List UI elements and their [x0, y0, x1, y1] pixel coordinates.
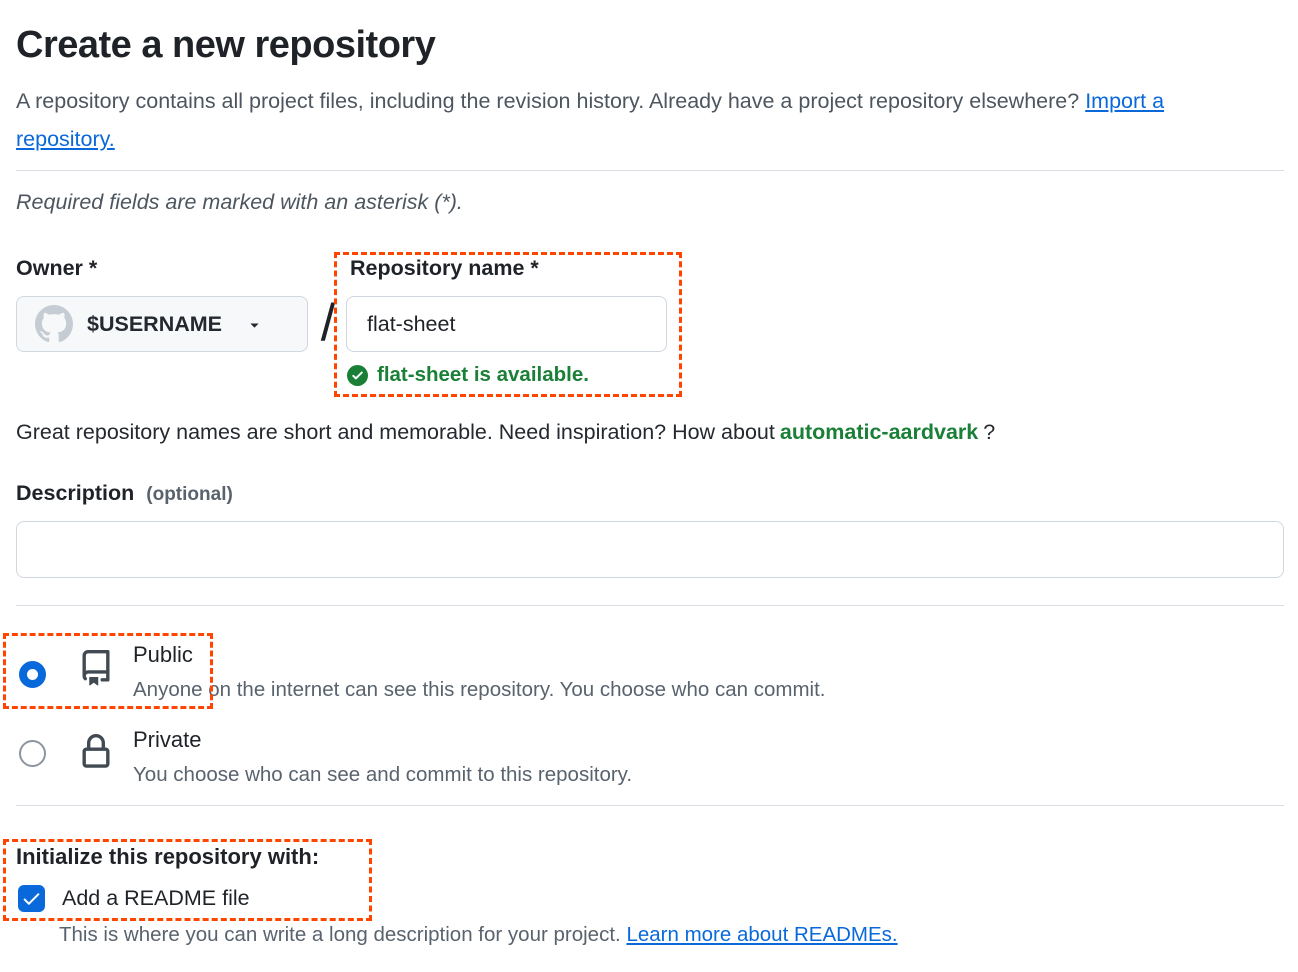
description-input[interactable]	[16, 521, 1284, 578]
public-option-label[interactable]: Public	[133, 642, 193, 667]
repository-name-input[interactable]	[346, 296, 667, 352]
initialize-heading: Initialize this repository with:	[16, 844, 320, 869]
required-fields-note: Required fields are marked with an aster…	[16, 190, 463, 214]
private-option-label[interactable]: Private	[133, 727, 202, 752]
check-icon	[23, 893, 40, 905]
optional-hint: (optional)	[146, 484, 233, 505]
owner-label: Owner *	[16, 256, 98, 280]
private-radio[interactable]	[19, 740, 46, 767]
add-readme-label[interactable]: Add a README file	[62, 886, 250, 910]
owner-repo-separator: /	[320, 294, 336, 352]
divider	[16, 805, 1284, 806]
repo-book-icon	[78, 648, 114, 688]
divider	[16, 170, 1284, 171]
learn-more-readmes-link[interactable]: Learn more about READMEs.	[626, 923, 898, 946]
intro-text: A repository contains all project files,…	[16, 89, 1080, 113]
inspiration-text: Great repository names are short and mem…	[16, 420, 996, 444]
owner-value: $USERNAME	[87, 311, 222, 336]
owner-avatar	[35, 305, 73, 343]
intro-paragraph: A repository contains all project files,…	[16, 82, 1206, 158]
repository-name-label: Repository name *	[350, 256, 539, 280]
import-repository-link[interactable]: Import a repository.	[16, 89, 1165, 151]
description-label: Description (optional)	[16, 481, 233, 505]
chevron-down-icon	[246, 316, 263, 333]
public-radio[interactable]	[19, 661, 46, 688]
check-circle-icon	[347, 364, 368, 386]
availability-message: flat-sheet is available.	[347, 363, 589, 387]
readme-note: This is where you can write a long descr…	[59, 923, 898, 946]
github-octocat-icon	[35, 305, 73, 343]
lock-icon	[78, 733, 114, 771]
page-title: Create a new repository	[16, 24, 436, 66]
private-option-description: You choose who can see and commit to thi…	[133, 763, 633, 786]
owner-dropdown-button[interactable]: $USERNAME	[16, 296, 308, 352]
public-option-description: Anyone on the internet can see this repo…	[133, 678, 826, 701]
add-readme-checkbox[interactable]	[18, 885, 45, 912]
divider	[16, 605, 1284, 606]
suggested-repo-name: automatic-aardvark	[779, 420, 979, 444]
